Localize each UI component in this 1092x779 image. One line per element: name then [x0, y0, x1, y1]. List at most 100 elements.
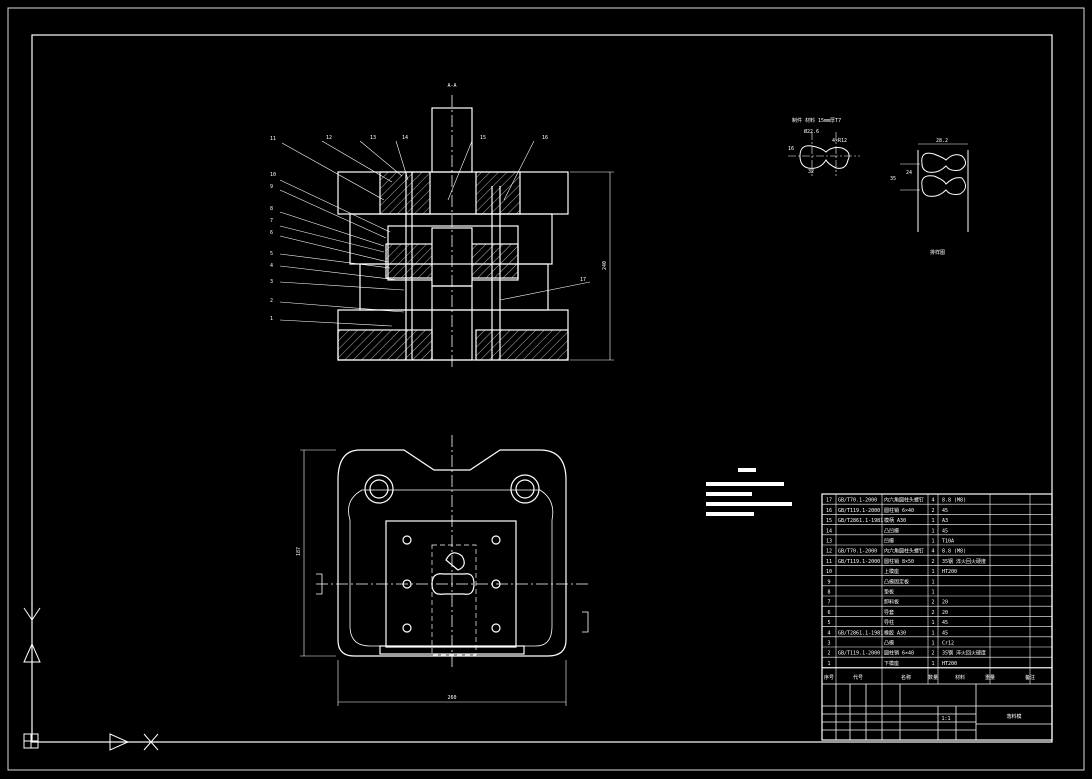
- bom-cell-qty: 1: [931, 661, 934, 667]
- bom-header-note: 备注: [1025, 674, 1035, 681]
- bom-cell-qty: 1: [931, 630, 934, 636]
- bom-cell-qty: 2: [931, 508, 934, 514]
- bom-header-mat: 材料: [955, 674, 965, 681]
- bom-cell-mat: 20: [942, 610, 948, 616]
- callout-16: 16: [542, 135, 548, 141]
- part-dim-bottom: 32: [808, 169, 814, 175]
- bom-cell-no: 3: [827, 641, 830, 647]
- section-callouts: 11 12 13 14 15 16 10 9 8 7 6 5 4 3 2 1 1…: [270, 135, 586, 322]
- bom-cell-mat: 45: [942, 630, 948, 636]
- bom-cell-std: GB/T2861.1-1981: [838, 630, 883, 636]
- layout-dim-top: 28.2: [936, 138, 948, 144]
- drawing-name: 落料模: [1006, 713, 1021, 720]
- bom-cell-no: 16: [826, 508, 832, 514]
- bom-cell-name: 内六角圆柱头螺钉: [884, 497, 924, 504]
- bom-cell-name: 上模座: [884, 568, 899, 575]
- upper-die-shoe-hatch: [379, 171, 431, 215]
- viewport-border: [7, 7, 1085, 771]
- bom-cell-qty: 1: [931, 620, 934, 626]
- part-title: 制件 材料 15mm厚T7: [792, 117, 841, 124]
- callout-3: 3: [270, 279, 273, 285]
- height-dimension: 240: [602, 261, 608, 270]
- bom-cell-mat: HT200: [942, 569, 957, 575]
- bom-cell-std: GB/T119.1-2000: [838, 508, 880, 514]
- bom-cell-no: 4: [827, 630, 830, 636]
- bom-cell-qty: 1: [931, 518, 934, 524]
- bom-cell-qty: 4: [931, 498, 934, 504]
- bom-cell-no: 7: [827, 600, 830, 606]
- bom-cell-qty: 1: [931, 579, 934, 585]
- bom-cell-name: 卸料板: [884, 599, 899, 606]
- bom-cell-mat: 35钢 淬火回火硬度: [942, 650, 986, 657]
- bom-cell-name: 圆柱销 6×40: [884, 650, 914, 657]
- part-drawing: 制件 材料 15mm厚T7 Ø22.6 4×R12 16 32: [788, 117, 860, 176]
- layout-dim-inner: 24: [906, 170, 912, 176]
- bom-cell-no: 13: [826, 539, 832, 545]
- callout-6: 6: [270, 230, 273, 236]
- bom-cell-no: 11: [826, 559, 832, 565]
- callout-7: 7: [270, 218, 273, 224]
- bom-header: [822, 667, 1052, 685]
- bom-cell-qty: 1: [931, 569, 934, 575]
- bom-cell-no: 5: [827, 620, 830, 626]
- bom-cell-mat: Cr12: [942, 641, 954, 647]
- technical-notes: [706, 468, 792, 516]
- bom-cell-qty: 4: [931, 549, 934, 555]
- section-view: A-A 240: [279, 83, 614, 370]
- bom-cell-mat: 8.8 (M8): [942, 498, 966, 504]
- bom-cell-mat: 45: [942, 508, 948, 514]
- bom-header-no: 序号: [824, 674, 834, 681]
- callout-14: 14: [402, 135, 408, 141]
- bom-cell-mat: T10A: [942, 539, 954, 545]
- drawing-frame: [31, 34, 1053, 743]
- plan-width-dim: 260: [447, 695, 456, 701]
- plan-view: 187 260: [296, 435, 590, 706]
- bom-cell-no: 6: [827, 610, 830, 616]
- bom-cell-no: 14: [826, 528, 832, 534]
- bom-cell-qty: 2: [931, 600, 934, 606]
- callout-13: 13: [370, 135, 376, 141]
- bom-cell-std: GB/T70.1-2000: [838, 549, 877, 555]
- callout-9: 9: [270, 184, 273, 190]
- guide-hole-right: [510, 474, 540, 504]
- bom-cell-no: 1: [827, 661, 830, 667]
- bom-header-name: 名称: [901, 674, 911, 681]
- bom-cell-qty: 2: [931, 610, 934, 616]
- ucs-icon: [23, 607, 159, 751]
- bom-cell-name: 橡胶 A30: [884, 629, 906, 636]
- bom-cell-mat: 8.8 (M8): [942, 549, 966, 555]
- bom-cell-qty: 1: [931, 590, 934, 596]
- bom-cell-qty: 2: [931, 651, 934, 657]
- bom-header-qty: 数量: [928, 674, 938, 681]
- drawing-scale: 1:1: [941, 716, 950, 722]
- bom-cell-std: GB/T119.1-2000: [838, 559, 880, 565]
- bom-cell-name: 凸凹模: [884, 527, 899, 534]
- layout-label: 排样图: [930, 249, 945, 256]
- strip-layout: 28.2 35 24 排样图: [890, 138, 969, 256]
- bom-cell-qty: 1: [931, 528, 934, 534]
- bom-cell-qty: 2: [931, 559, 934, 565]
- callout-10: 10: [270, 172, 276, 178]
- bom-cell-name: 凸模: [884, 640, 894, 647]
- bom-cell-no: 9: [827, 579, 830, 585]
- upper-die-shoe: [337, 171, 569, 215]
- bom-cell-no: 17: [826, 498, 832, 504]
- bom-cell-mat: 20: [942, 600, 948, 606]
- part-dim-r: 4×R12: [832, 138, 847, 144]
- bom-cell-name: 模柄 A30: [884, 517, 906, 524]
- callout-12: 12: [326, 135, 332, 141]
- callout-15: 15: [480, 135, 486, 141]
- bom-cell-no: 15: [826, 518, 832, 524]
- bom-cell-std: GB/T2861.1-1981: [838, 518, 883, 524]
- part-dim-top: Ø22.6: [804, 128, 819, 135]
- layout-dim-side: 35: [890, 176, 896, 182]
- bom-cell-std: GB/T70.1-2000: [838, 498, 877, 504]
- plan-depth-dim: 187: [296, 547, 302, 556]
- bom-cell-name: 凹模: [884, 538, 894, 545]
- bom-cell-qty: 1: [931, 539, 934, 545]
- bom-cell-no: 12: [826, 549, 832, 555]
- bom-cell-name: 圆柱销 6×40: [884, 507, 914, 514]
- section-title: A-A: [447, 83, 456, 89]
